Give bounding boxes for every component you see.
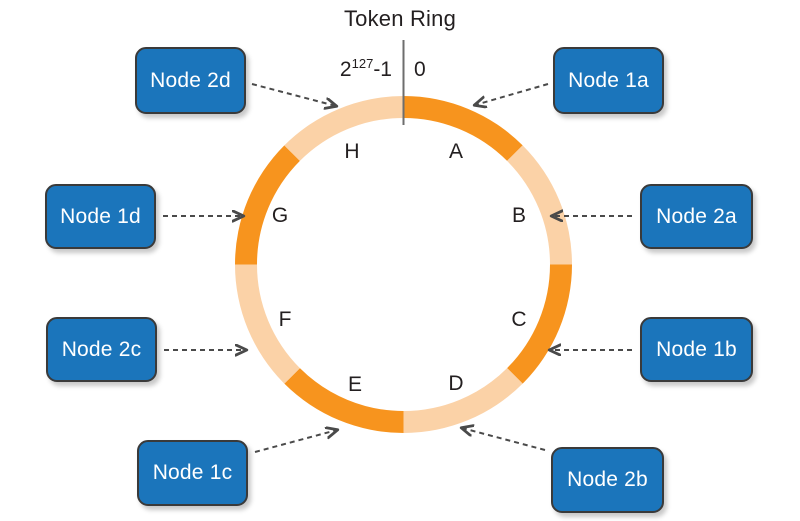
node-2d-box[interactable]: Node 2d [135,47,246,114]
ring-letter-c: C [511,308,527,331]
ring-letter-d: D [448,372,464,395]
ring-letter-a: A [448,140,464,163]
ring-max-base: 2 [339,58,352,81]
node-1b-box[interactable]: Node 1b [640,317,753,382]
ring-segment-a [403,96,523,161]
node-1d-label: Node 1d [60,204,141,228]
ring-segment-h [284,96,404,161]
node-pointer-arrows [163,83,632,453]
node-2d-label: Node 2d [150,68,231,92]
node-1c-pointer-arrow [254,430,337,453]
ring-segment-d [403,368,523,433]
page-title: Token Ring [343,6,457,31]
ring-segment-b [507,145,572,265]
ring-max-exponent: 127 [351,56,374,71]
ring-segment-g [235,145,300,265]
ring-max-value-label: 2127-1 [339,56,392,82]
ring-letter-b: B [511,204,527,227]
ring-max-suffix: -1 [373,58,392,81]
node-1a-label: Node 1a [568,68,649,92]
node-2b-box[interactable]: Node 2b [551,447,664,513]
node-2b-pointer-arrow [462,428,546,451]
ring-letter-f: F [278,308,292,331]
node-2c-label: Node 2c [61,337,142,361]
node-2b-label: Node 2b [567,468,648,491]
ring-segment-group [235,96,572,433]
node-1a-box[interactable]: Node 1a [553,47,664,114]
node-1c-label: Node 1c [152,461,233,484]
ring-segment-f [235,264,300,384]
node-2a-label: Node 2a [656,204,737,228]
ring-segment-c [507,264,572,384]
node-2a-box[interactable]: Node 2a [640,184,753,249]
node-1a-pointer-arrow [475,83,549,105]
ring-letter-g: G [271,204,289,227]
node-1d-box[interactable]: Node 1d [45,184,156,249]
ring-letter-e: E [347,373,363,396]
node-2c-box[interactable]: Node 2c [46,317,157,382]
node-2d-pointer-arrow [251,83,336,106]
node-1b-label: Node 1b [656,337,737,361]
node-1c-box[interactable]: Node 1c [137,440,248,506]
ring-segment-e [284,368,404,433]
ring-letter-h: H [344,140,360,163]
ring-zero-label: 0 [414,58,426,81]
